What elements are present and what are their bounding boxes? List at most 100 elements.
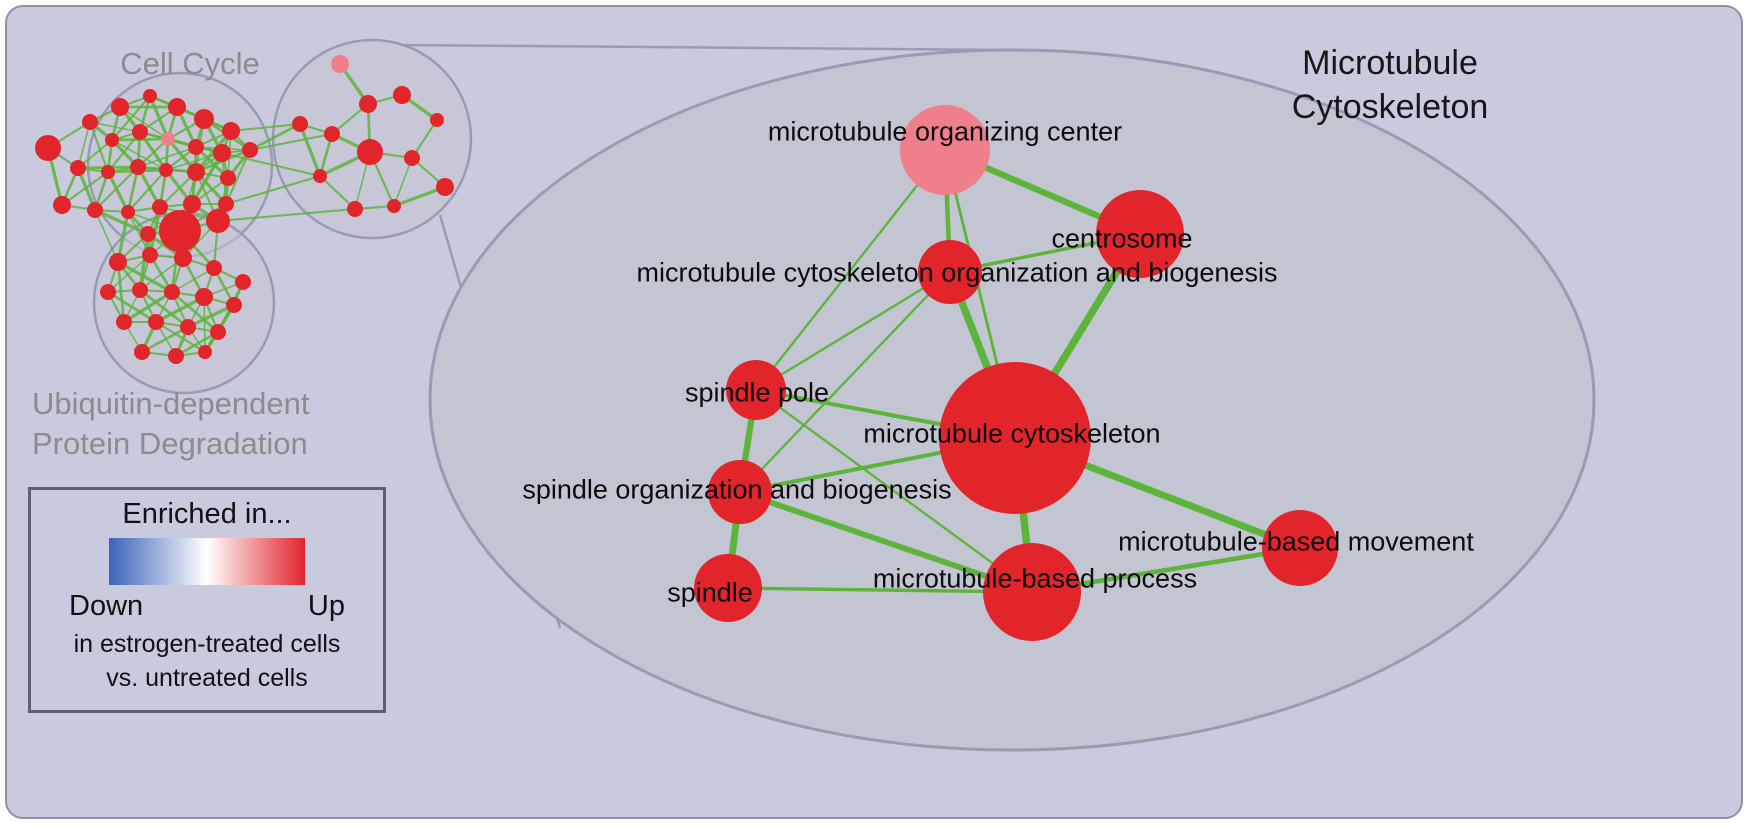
overview-node[interactable] — [100, 284, 116, 300]
node-mbm[interactable] — [1262, 510, 1338, 586]
overview-node[interactable] — [132, 124, 148, 140]
overview-node[interactable] — [140, 226, 156, 242]
overview-node[interactable] — [105, 133, 119, 147]
overview-cross-edge — [221, 152, 321, 177]
overview-edge — [148, 95, 170, 140]
overview-node[interactable] — [222, 122, 240, 140]
overview-node[interactable] — [210, 324, 226, 340]
overview-node[interactable] — [143, 89, 157, 103]
overview-node[interactable] — [132, 282, 148, 298]
overview-node[interactable] — [111, 98, 129, 116]
overview-edge — [94, 208, 149, 236]
overview-edge — [127, 169, 167, 213]
overview-cross-edge — [225, 175, 321, 205]
overview-edge — [89, 121, 109, 173]
node-label-spindle: spindle — [667, 577, 753, 607]
overview-node[interactable] — [164, 284, 180, 300]
overview-node[interactable] — [242, 142, 258, 158]
overview-node[interactable] — [101, 165, 115, 179]
overview-node[interactable] — [347, 201, 363, 217]
node-spindle[interactable] — [694, 554, 762, 622]
overview-node[interactable] — [35, 135, 61, 161]
overview-node[interactable] — [436, 178, 454, 196]
overview-node[interactable] — [82, 114, 98, 130]
overview-node[interactable] — [183, 195, 201, 213]
node-mc[interactable] — [939, 362, 1091, 514]
overview-node[interactable] — [198, 345, 212, 359]
node-spindle_pole[interactable] — [726, 360, 786, 420]
overview-node[interactable] — [70, 160, 86, 176]
overview-node[interactable] — [194, 109, 214, 129]
overview-node[interactable] — [206, 209, 230, 233]
overview-edge — [319, 175, 356, 210]
overview-node[interactable] — [430, 113, 444, 127]
legend-caption: in estrogen-treated cells vs. untreated … — [74, 628, 341, 696]
overview-node[interactable] — [404, 150, 420, 166]
edge-spindle-mbp — [726, 586, 1034, 594]
node-label-centrosome: centrosome — [1051, 223, 1192, 253]
overview-cross-edge — [249, 133, 333, 151]
node-label-mbm: microtubule-based movement — [1118, 526, 1474, 556]
node-label-sob: spindle organization and biogenesis — [522, 474, 951, 504]
overview-node[interactable] — [159, 163, 173, 177]
overview-node[interactable] — [387, 199, 401, 213]
overview-node[interactable] — [130, 159, 146, 175]
node-sob[interactable] — [708, 460, 772, 524]
overview-node[interactable] — [331, 55, 349, 73]
overview-edge — [171, 267, 215, 293]
overview-node[interactable] — [313, 169, 327, 183]
overview-node[interactable] — [359, 95, 377, 113]
overview-node[interactable] — [159, 210, 201, 252]
overview-cross-edge — [230, 123, 301, 132]
overview-node[interactable] — [195, 288, 213, 306]
overview-node[interactable] — [148, 314, 164, 330]
overview-node[interactable] — [174, 249, 192, 267]
legend-down-label: Down — [69, 590, 144, 622]
overview-node[interactable] — [168, 348, 184, 364]
overview-node[interactable] — [87, 202, 103, 218]
overview-node[interactable] — [180, 319, 196, 335]
overview-node[interactable] — [235, 274, 251, 290]
overview-edge — [155, 295, 205, 324]
zoom-cluster-title: Microtubule Cytoskeleton — [1250, 42, 1530, 129]
overview-edge — [117, 260, 173, 294]
overview-node[interactable] — [220, 170, 236, 186]
overview-node[interactable] — [206, 260, 222, 276]
cluster-label-ubiquitin-line1: Ubiquitin-dependent — [32, 386, 310, 421]
overview-node[interactable] — [393, 86, 411, 104]
overview-node[interactable] — [218, 196, 234, 212]
node-mbp[interactable] — [983, 543, 1081, 641]
overview-edge — [155, 321, 206, 353]
overview-node[interactable] — [292, 116, 308, 132]
legend-gradient-bar — [109, 538, 305, 585]
zoom-connector-line — [399, 43, 1011, 52]
zoom-cluster-title-line1: Microtubule — [1302, 44, 1478, 82]
edge-mco-spindle_pole — [754, 270, 952, 392]
node-centrosome[interactable] — [1096, 190, 1184, 278]
overview-node[interactable] — [53, 196, 71, 214]
overview-node[interactable] — [109, 253, 127, 271]
node-moc[interactable] — [900, 105, 990, 195]
overview-edge — [187, 303, 235, 329]
overview-node[interactable] — [324, 126, 340, 142]
overview-edge — [190, 152, 224, 205]
overview-node[interactable] — [152, 199, 168, 215]
overview-node[interactable] — [161, 132, 175, 146]
overview-cross-edge — [217, 208, 356, 222]
overview-node[interactable] — [187, 163, 205, 181]
overview-node[interactable] — [168, 98, 186, 116]
node-mco[interactable] — [918, 240, 982, 304]
overview-node[interactable] — [121, 205, 135, 219]
overview-edge — [138, 233, 150, 291]
overview-node[interactable] — [226, 297, 242, 313]
overview-node[interactable] — [116, 314, 132, 330]
overview-node[interactable] — [213, 144, 231, 162]
overview-edge — [94, 166, 139, 211]
overview-node[interactable] — [142, 247, 158, 263]
overview-edge — [137, 146, 197, 168]
overview-node[interactable] — [188, 139, 204, 155]
cluster-label-ubiquitin: Ubiquitin-dependent Protein Degradation — [32, 384, 392, 463]
legend-title: Enriched in... — [122, 498, 292, 530]
overview-node[interactable] — [134, 344, 150, 360]
overview-node[interactable] — [357, 139, 383, 165]
